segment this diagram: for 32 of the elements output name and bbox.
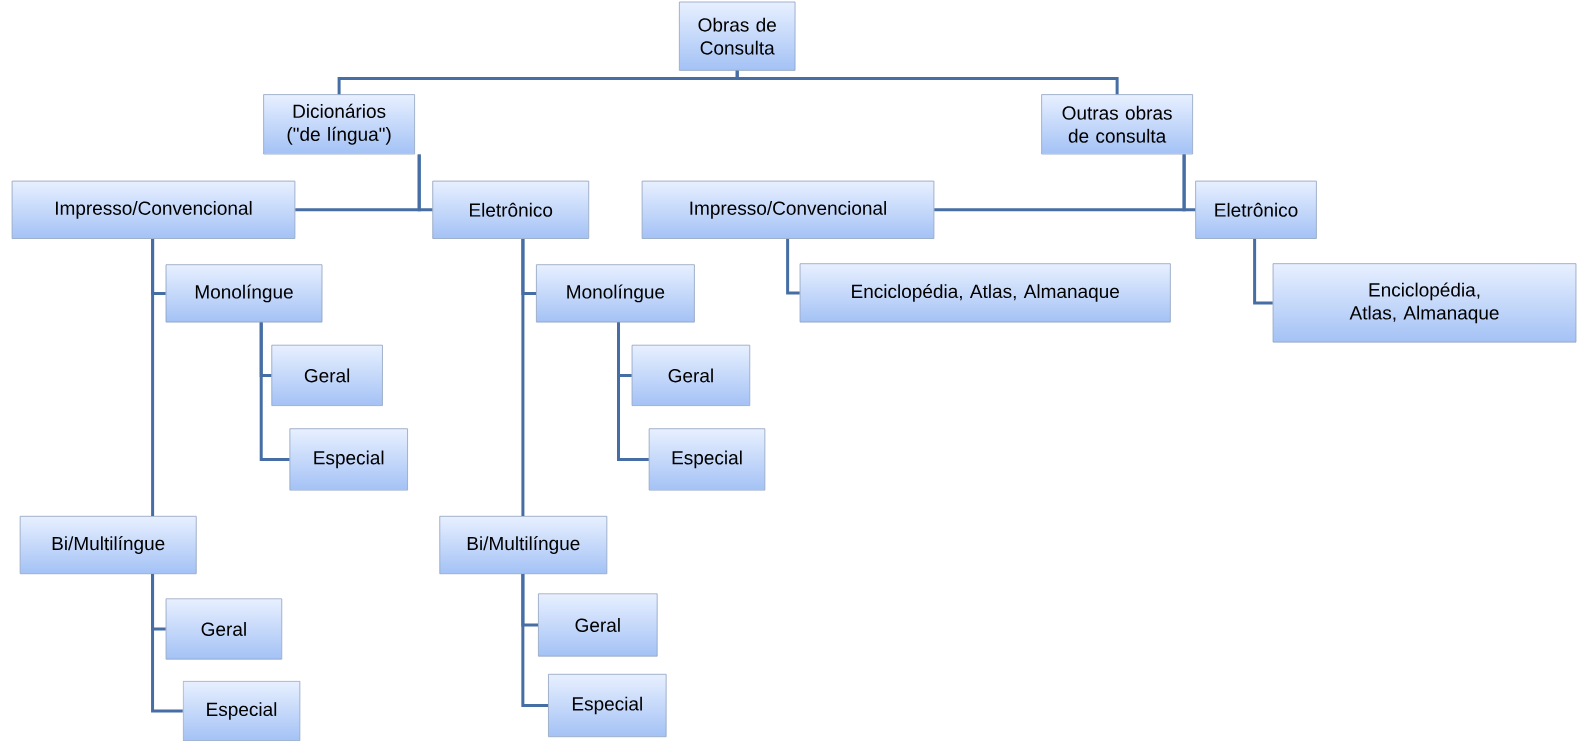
category-box: Eletrônico — [1195, 180, 1317, 239]
category-box: Geral — [631, 344, 751, 406]
category-box: Enciclopédia, Atlas, Almanaque — [799, 263, 1171, 323]
category-box: Geral — [271, 344, 383, 406]
connector-line — [259, 322, 290, 461]
connector-line — [1253, 238, 1273, 305]
category-box: Geral — [165, 598, 283, 660]
category-box: Especial — [182, 680, 301, 741]
category-box: Especial — [548, 673, 667, 738]
category-box: Obras de Consulta — [678, 1, 796, 71]
category-box: Bi/Multilíngue — [439, 515, 608, 575]
connector-line — [786, 238, 800, 295]
category-box: Eletrônico — [432, 180, 590, 239]
category-box: Impresso/Convencional — [641, 180, 935, 239]
connector-line — [521, 238, 525, 516]
category-box: Especial — [648, 428, 766, 491]
category-box: Geral — [538, 593, 658, 657]
connector-line — [521, 574, 549, 707]
category-box: Monolíngue — [536, 264, 695, 323]
connector-line — [617, 322, 649, 461]
category-box: Enciclopédia, Atlas, Almanaque — [1272, 263, 1577, 343]
connector-line — [1182, 154, 1196, 212]
connector-line — [417, 154, 433, 212]
category-box: Bi/Multilíngue — [19, 515, 197, 575]
category-box: Dicionários ("de língua") — [263, 94, 415, 155]
category-box: Outras obras de consulta — [1041, 94, 1193, 155]
connector-line — [151, 238, 155, 516]
category-box: Especial — [289, 428, 408, 491]
category-box: Monolíngue — [165, 264, 323, 323]
connector-line — [735, 70, 1119, 95]
category-box: Impresso/Convencional — [11, 180, 296, 239]
connector-line — [151, 574, 183, 713]
